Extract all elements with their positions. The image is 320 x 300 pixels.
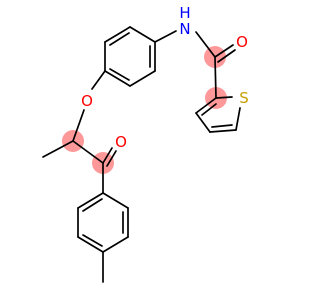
atom-hydrogen: H [179,4,190,22]
bond [82,198,103,212]
bond [195,31,216,58]
bond [129,26,156,43]
bonds [42,26,241,283]
bond [214,44,234,58]
bond [211,124,233,128]
bond [195,112,211,133]
bond [91,70,106,90]
bond [109,32,130,46]
bond [214,56,217,99]
bond [109,68,130,81]
bond [102,236,129,253]
atom-symbol: N [179,20,190,38]
bond [104,26,131,43]
atom-carbonyl-oxygen: O [236,33,248,51]
bond [235,107,241,131]
bond [72,109,85,142]
bond [77,236,104,253]
bond [42,140,74,158]
bond [195,97,217,114]
bond [102,147,113,164]
bond [77,192,104,209]
atom-labels: N H O S O O [81,4,249,151]
atom-thiophene-sulfur: S [239,89,249,107]
bond [215,96,233,99]
bond [106,150,117,167]
atom-amide-nh: N H [179,4,190,38]
bond [104,70,131,87]
bond [209,129,237,133]
bond [102,192,129,209]
highlights [62,46,227,174]
bond [72,140,104,164]
atom-ether-oxygen: O [81,92,93,110]
bond [82,234,103,247]
bond [217,49,236,63]
bond [201,103,217,116]
atom-ketone-oxygen: O [115,133,127,151]
bond [129,70,156,87]
bond [154,30,177,43]
molecule-structure: N H O S O O [42,4,249,283]
